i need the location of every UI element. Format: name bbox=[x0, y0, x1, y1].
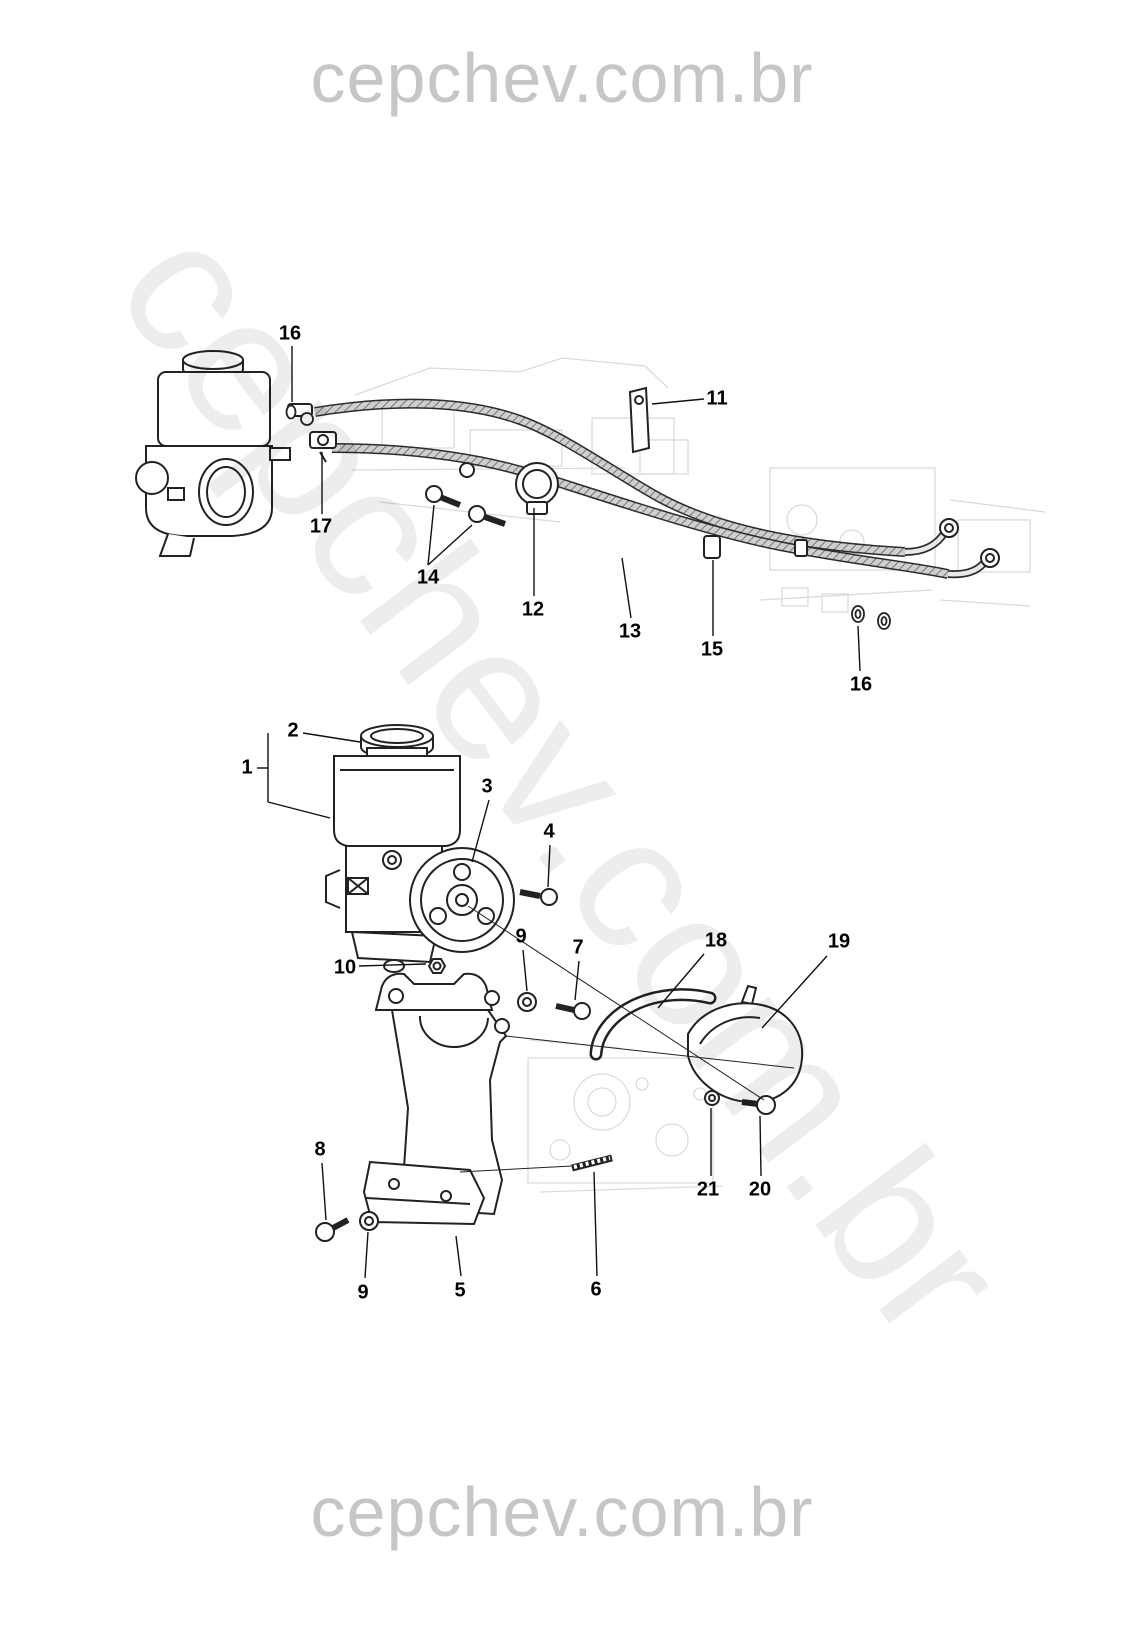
foot-fasteners bbox=[315, 1211, 379, 1242]
hose-clamp bbox=[309, 431, 337, 463]
hose-washer-upper bbox=[285, 404, 314, 426]
pulley bbox=[409, 847, 515, 953]
watermark-bottom: cepchev.com.br bbox=[310, 1473, 814, 1551]
alignment-lines bbox=[459, 905, 795, 1173]
pump-nut bbox=[427, 958, 447, 974]
pulley-bolt bbox=[519, 888, 558, 906]
pressure-hose bbox=[314, 398, 949, 557]
cover-fasteners bbox=[704, 1090, 776, 1115]
belt-cover-inner bbox=[589, 988, 717, 1061]
clamp-bolts bbox=[425, 485, 506, 527]
hose-end-fittings bbox=[939, 518, 1000, 568]
bracket-bolt-upper bbox=[517, 992, 591, 1020]
watermark-top: cepchev.com.br bbox=[310, 39, 814, 117]
upper-reservoir-pump bbox=[135, 350, 313, 557]
leader-lines bbox=[257, 346, 861, 1279]
hose-bracket bbox=[628, 386, 651, 454]
reservoir bbox=[333, 747, 461, 847]
hose-clip bbox=[703, 535, 808, 559]
stud-bolt bbox=[571, 1154, 613, 1172]
mounting-bracket bbox=[362, 972, 510, 1226]
hose-grommet bbox=[459, 462, 559, 515]
hose-washers-right bbox=[851, 605, 891, 630]
